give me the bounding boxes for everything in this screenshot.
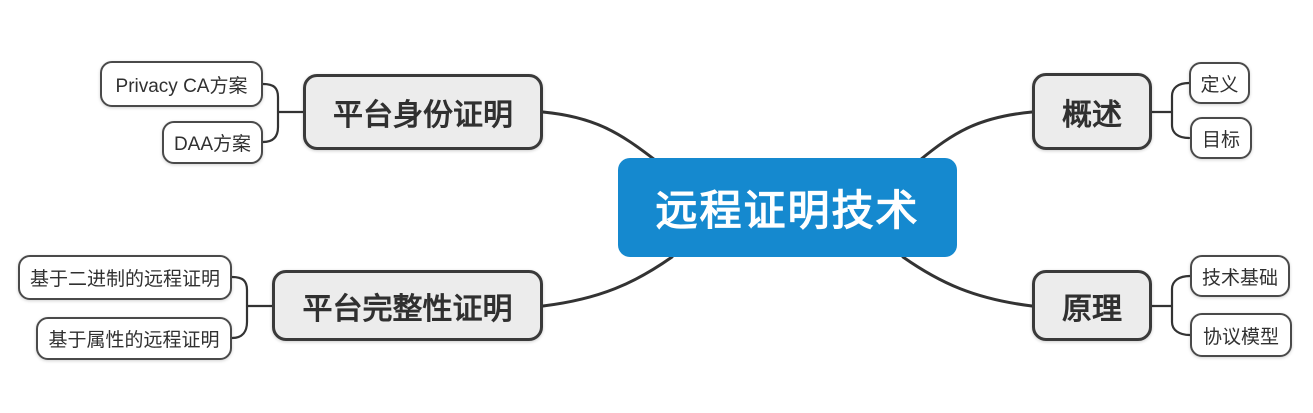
child-node-protocol-model[interactable]: 协议模型 bbox=[1190, 313, 1292, 357]
edge-root-to-overview bbox=[918, 110, 1034, 162]
edge-identity-bracket bbox=[261, 82, 280, 144]
child-node-privacy-ca[interactable]: Privacy CA方案 bbox=[100, 61, 263, 107]
branch-node-platform-identity[interactable]: 平台身份证明 bbox=[303, 74, 543, 150]
child-node-definition[interactable]: 定义 bbox=[1189, 62, 1250, 104]
root-node[interactable]: 远程证明技术 bbox=[618, 158, 957, 257]
child-node-goal[interactable]: 目标 bbox=[1190, 117, 1252, 159]
child-node-property-attestation[interactable]: 基于属性的远程证明 bbox=[36, 317, 232, 360]
branch-node-overview[interactable]: 概述 bbox=[1032, 73, 1152, 150]
branch-node-principle[interactable]: 原理 bbox=[1032, 270, 1152, 341]
edge-principle-bracket bbox=[1170, 274, 1192, 337]
edge-root-to-identity bbox=[541, 110, 657, 162]
child-node-binary-attestation[interactable]: 基于二进制的远程证明 bbox=[18, 255, 232, 300]
branch-node-platform-integrity[interactable]: 平台完整性证明 bbox=[272, 270, 543, 341]
child-node-technical-basis[interactable]: 技术基础 bbox=[1190, 255, 1290, 297]
edge-overview-bracket bbox=[1170, 81, 1191, 140]
edge-integrity-bracket bbox=[230, 275, 249, 340]
edge-root-to-principle bbox=[901, 255, 1034, 308]
child-node-daa[interactable]: DAA方案 bbox=[162, 121, 263, 164]
edge-root-to-integrity bbox=[541, 255, 674, 308]
